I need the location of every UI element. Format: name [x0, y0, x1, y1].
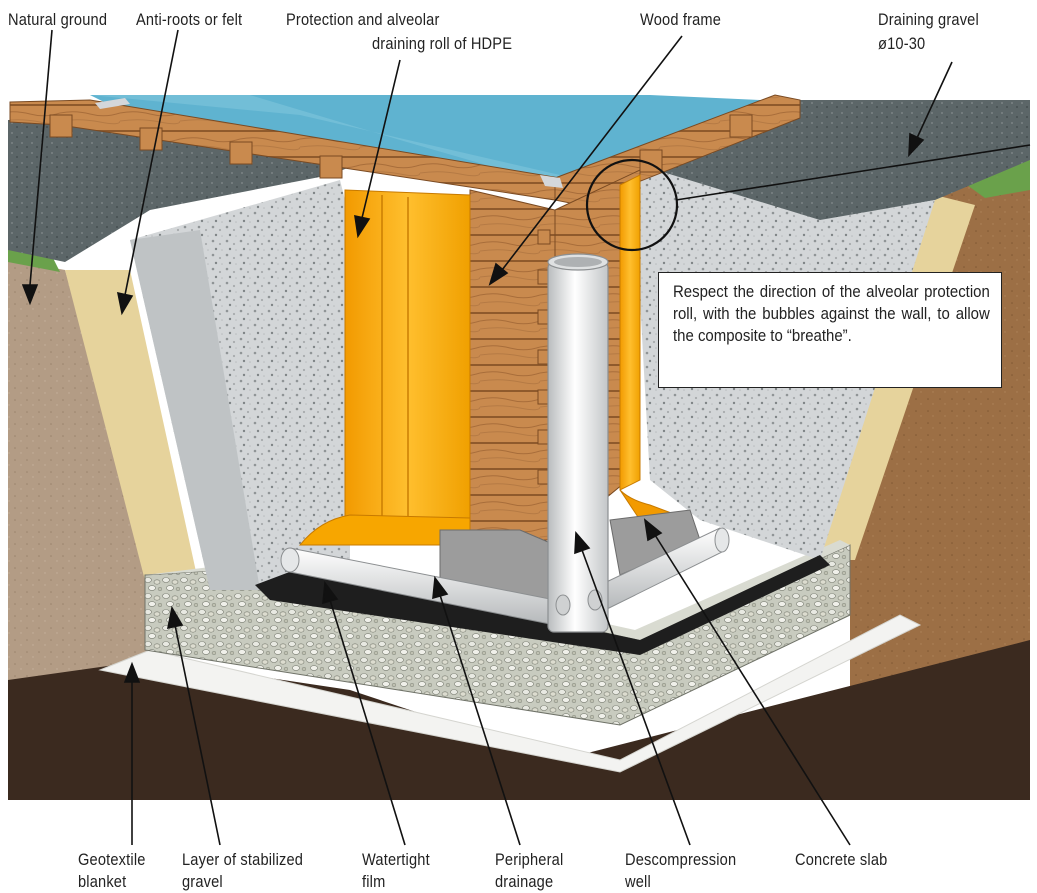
label-stabilized-line2: gravel: [182, 872, 223, 891]
gravel-backfill-left: [130, 180, 350, 590]
leader-protection: [361, 59, 401, 219]
leader-peripheral-drainage: [439, 594, 521, 846]
peripheral-drainage-pipe: [280, 527, 730, 626]
label-geotextile-line2: blanket: [78, 872, 127, 891]
label-geotextile-line1: Geotextile: [78, 850, 146, 869]
label-draining-gravel-line2: ø10-30: [878, 34, 926, 53]
label-draining-gravel-line1: Draining gravel: [878, 10, 979, 29]
leader-descompression-well: [581, 549, 691, 846]
concrete-slab: [439, 509, 701, 601]
leader-draining-gravel: [916, 61, 953, 139]
label-concrete-slab: Concrete slab: [795, 850, 888, 869]
note-text: Respect the direction of the alveolar pr…: [673, 282, 990, 345]
leader-concrete-slab: [654, 534, 851, 846]
wood-frame-top: [9, 94, 801, 206]
decompression-well: [547, 253, 609, 633]
label-protection-line2: draining roll of HDPE: [372, 34, 513, 53]
watertight-film: [255, 555, 830, 655]
pool-water: [90, 95, 760, 185]
label-stabilized-line1: Layer of stabilized: [182, 850, 304, 869]
leader-anti-roots: [124, 29, 179, 296]
callout-line: [675, 144, 1031, 201]
label-peripheral-line1: Peripheral: [495, 850, 564, 869]
leader-watertight-film: [329, 599, 406, 846]
leader-wood-frame: [501, 35, 683, 271]
leader-natural-ground: [29, 29, 53, 286]
label-peripheral-line2: drainage: [495, 872, 554, 891]
label-anti-roots: Anti-roots or felt: [136, 10, 243, 29]
leader-stabilized-gravel: [174, 624, 221, 846]
note-box: Respect the direction of the alveolar pr…: [658, 272, 1002, 388]
hdpe-protection-roll: [298, 174, 691, 546]
label-wood-frame: Wood frame: [640, 10, 722, 29]
label-descompression-line2: well: [625, 872, 651, 891]
label-natural-ground: Natural ground: [8, 10, 108, 29]
label-watertight-line1: Watertight: [362, 850, 430, 869]
label-descompression-line1: Descompression: [625, 850, 737, 869]
label-protection-line1: Protection and alveolar: [286, 10, 440, 29]
detail-callout-circle: [585, 158, 679, 252]
label-watertight-line2: film: [362, 872, 386, 891]
